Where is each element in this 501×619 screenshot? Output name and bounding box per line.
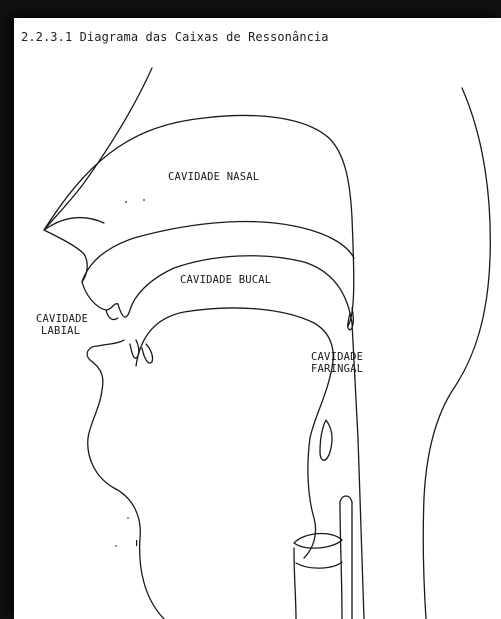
- larynx-top-cap: [340, 496, 352, 502]
- vocal-folds-lower: [296, 562, 342, 568]
- larynx-inner-right: [340, 502, 342, 619]
- label-labial-cavity-line2: LABIAL: [41, 325, 80, 337]
- label-labial-cavity-line1: CAVIDADE: [36, 313, 88, 325]
- vocal-folds-outline: [294, 534, 342, 549]
- epiglottis-outline: [320, 420, 332, 460]
- nose-profile-outline: [44, 68, 152, 282]
- nasal-floor-outline: [82, 222, 354, 282]
- speck-dot: [143, 199, 145, 201]
- speck-dot: [127, 517, 129, 519]
- tongue-outline: [136, 308, 333, 558]
- upper-lip-outline: [98, 340, 124, 346]
- speck-dot: [115, 545, 117, 547]
- upper-teeth-outline: [106, 310, 118, 320]
- lower-lip-outline: [87, 346, 164, 619]
- label-pharyngeal-cavity-line1: CAVIDADE: [311, 351, 363, 363]
- nasal-cavity-dome: [44, 115, 354, 326]
- label-oral-cavity: CAVIDADE BUCAL: [180, 274, 271, 286]
- speck-mark: [136, 540, 137, 546]
- label-pharyngeal-cavity-line2: FARINGAL: [311, 363, 363, 375]
- speck-dot: [125, 201, 127, 203]
- larynx-front-line: [294, 548, 296, 619]
- palate-outline: [82, 256, 352, 323]
- paper-sheet: 2.2.3.1 Diagrama das Caixas de Ressonânc…: [14, 18, 501, 619]
- label-nasal-cavity: CAVIDADE NASAL: [168, 171, 259, 183]
- neck-back-outline: [423, 88, 490, 619]
- tongue-tip-outline: [142, 344, 153, 363]
